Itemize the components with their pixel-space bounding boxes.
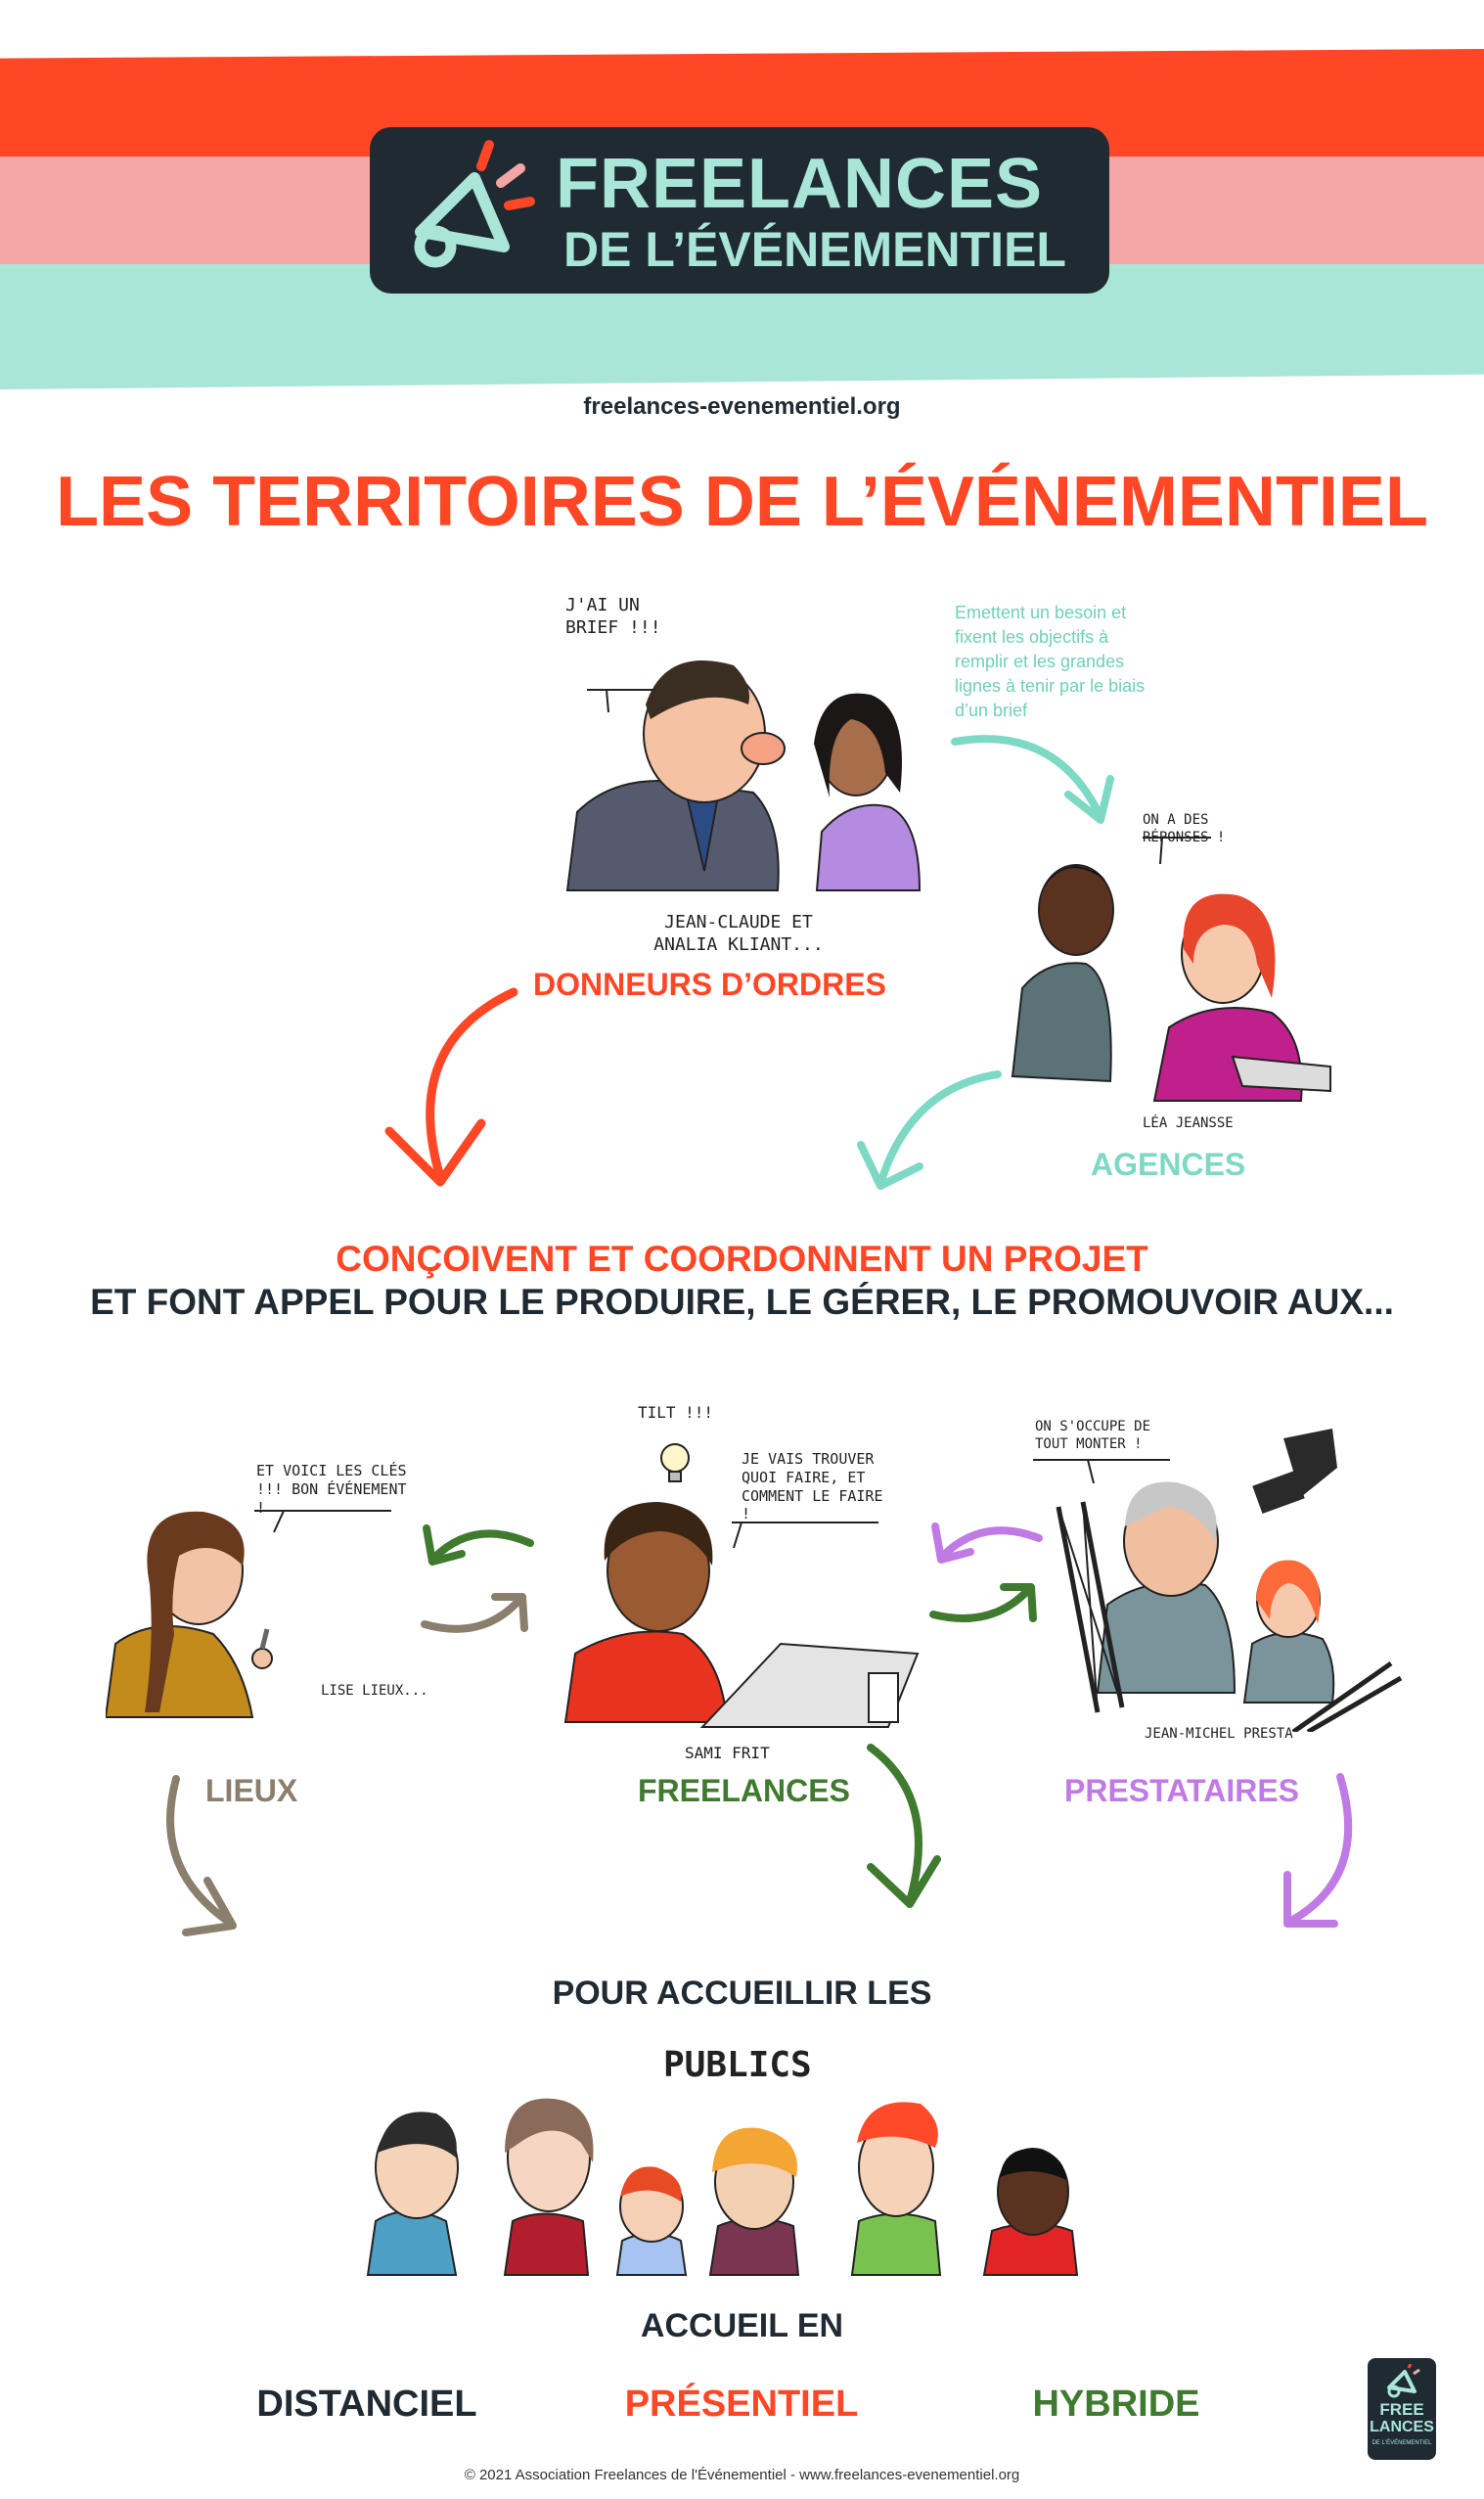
mode-presentiel: PRÉSENTIEL xyxy=(624,2384,859,2425)
corner-logo-line1: FREE xyxy=(1379,2400,1424,2419)
agency-caption: LÉA JEANSSE xyxy=(1143,1115,1234,1131)
public-person-6 xyxy=(982,2148,1079,2276)
clients-illustration xyxy=(565,660,922,891)
mode-hybride: HYBRIDE xyxy=(1032,2384,1200,2425)
page-title: LES TERRITOIRES DE L’ÉVÉNEMENTIEL xyxy=(56,463,1428,541)
presta-bubble: ON S'OCCUPE DE TOUT MONTER ! xyxy=(1035,1419,1151,1452)
lightbulb-icon xyxy=(660,1443,690,1482)
lieux-bubble-tail xyxy=(254,1510,391,1533)
publics-title: PUBLICS xyxy=(663,2045,812,2085)
arrow-agences-down xyxy=(857,1070,1002,1190)
label-agences: AGENCES xyxy=(1091,1147,1246,1182)
presta-illustration xyxy=(1056,1429,1403,1732)
freelance-illustration xyxy=(563,1502,920,1728)
client-bubble-tail xyxy=(587,689,655,713)
arrow-prestataires-down xyxy=(1283,1773,1353,1928)
header-logo[interactable]: FREELANCES DE L’ÉVÉNEMENTIEL xyxy=(370,127,1109,294)
exchange-arrows-right xyxy=(929,1522,1043,1623)
freelance-caption: SAMI FRIT xyxy=(685,1744,770,1762)
logo-line2: DE L’ÉVÉNEMENTIEL xyxy=(563,222,1066,277)
accueil-heading: ACCUEIL EN xyxy=(640,2307,844,2344)
corner-logo-line2: LANCES xyxy=(1370,2419,1434,2435)
publics-illustration xyxy=(366,2098,1079,2276)
public-person-4 xyxy=(708,2127,800,2276)
arrow-lieux-down xyxy=(166,1775,237,1936)
website-link[interactable]: freelances-evenementiel.org xyxy=(583,393,901,420)
agency-bubble-tail xyxy=(1143,837,1211,865)
arrow-to-agences xyxy=(951,735,1114,824)
lieux-caption: LISE LIEUX... xyxy=(321,1683,428,1699)
client-bubble: J'AI UN BRIEF !!! xyxy=(565,595,661,638)
logo-line1: FREELANCES xyxy=(556,145,1044,223)
public-person-1 xyxy=(366,2112,459,2276)
mode-distanciel: DISTANCIEL xyxy=(256,2384,477,2425)
middle-line1: CONÇOIVENT ET COORDONNENT UN PROJET xyxy=(336,1239,1148,1279)
freelance-bubble: JE VAIS TROUVER QUOI FAIRE, ET COMMENT L… xyxy=(742,1450,883,1523)
public-person-3 xyxy=(615,2166,688,2276)
lieux-illustration xyxy=(106,1511,273,1718)
presta-bubble-tail xyxy=(1033,1459,1170,1484)
label-freelances: FREELANCES xyxy=(638,1773,850,1808)
freelance-tilt: TILT !!! xyxy=(638,1403,714,1422)
bottom-heading: POUR ACCUEILLIR LES xyxy=(552,1975,932,2012)
lieux-bubble: ET VOICI LES CLÉS !!! BON ÉVÉNEMENT ! xyxy=(256,1462,407,1517)
freelance-bubble-tail xyxy=(732,1522,878,1549)
client-caption: JEAN-CLAUDE ET ANALIA KLIANT... xyxy=(653,912,824,955)
agency-illustration xyxy=(1011,864,1331,1102)
agency-bubble: ON A DES RÉPONSES ! xyxy=(1143,812,1226,845)
corner-logo[interactable]: FREE LANCES DE L'ÉVÉNEMENTIEL xyxy=(1368,2358,1436,2460)
megaphone-icon-small xyxy=(1387,2364,1420,2398)
arrow-freelances-down xyxy=(867,1744,941,1908)
megaphone-icon xyxy=(414,140,535,268)
exchange-arrows-left xyxy=(421,1524,534,1633)
public-person-5 xyxy=(850,2102,942,2276)
corner-logo-line3: DE L'ÉVÉNEMENTIEL xyxy=(1372,2440,1432,2446)
label-prestataires: PRESTATAIRES xyxy=(1064,1773,1300,1808)
presta-caption: JEAN-MICHEL PRESTA xyxy=(1145,1726,1293,1742)
brief-note: Emettent un besoin et fixent les objecti… xyxy=(955,603,1146,720)
label-lieux: LIEUX xyxy=(205,1773,298,1808)
arrow-donneurs-down xyxy=(384,987,518,1187)
middle-line2: ET FONT APPEL POUR LE PRODUIRE, LE GÉRER… xyxy=(90,1282,1394,1322)
label-donneurs-ordres: DONNEURS D’ORDRES xyxy=(533,967,886,1002)
footer-copyright: © 2021 Association Freelances de l'Événe… xyxy=(464,2467,1020,2483)
public-person-2 xyxy=(503,2098,594,2276)
